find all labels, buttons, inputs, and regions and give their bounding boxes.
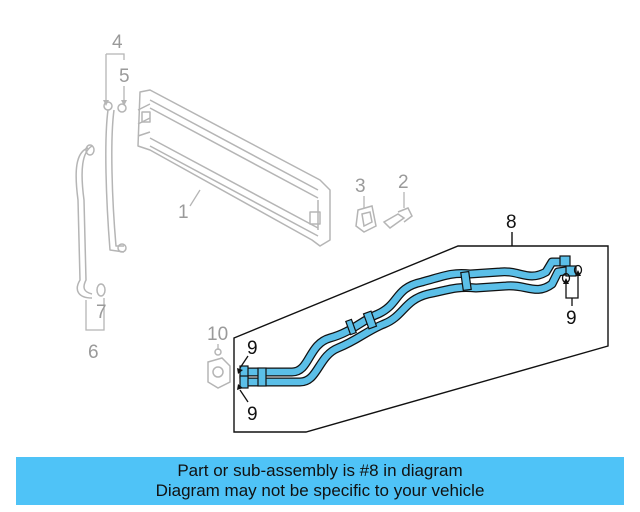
vehicle-fit-banner: Part or sub-assembly is #8 in diagram Di…	[16, 457, 624, 505]
callout-6: 6	[88, 342, 99, 363]
faded-leaders	[85, 53, 405, 350]
banner-line-2: Diagram may not be specific to your vehi…	[155, 481, 485, 500]
fitting-part-10	[207, 348, 231, 389]
cooler-line-left	[103, 101, 127, 253]
callout-4: 4	[112, 32, 123, 53]
part-8-frame	[233, 232, 609, 433]
banner-line-1: Part or sub-assembly is #8 in diagram	[177, 461, 463, 480]
clip-part-3	[355, 205, 377, 233]
transmission-cooler-lines	[239, 257, 577, 387]
callout-9-top: 9	[247, 338, 258, 359]
callout-3: 3	[355, 176, 366, 197]
callout-2: 2	[398, 172, 409, 193]
oil-cooler-radiator	[137, 89, 331, 247]
bolt-part-2	[382, 207, 413, 229]
cooler-hose-left	[75, 144, 95, 299]
callout-9-bottom: 9	[247, 404, 258, 425]
callout-9-right: 9	[566, 308, 577, 329]
callout-1: 1	[178, 202, 189, 223]
callout-8: 8	[506, 212, 517, 233]
part-9-leaders	[239, 276, 579, 403]
line-brackets	[257, 270, 472, 387]
callout-5: 5	[119, 66, 130, 87]
callout-10: 10	[207, 324, 228, 345]
callout-7: 7	[96, 302, 107, 323]
clamp-part-7	[96, 283, 106, 297]
nut-part-5	[117, 103, 127, 113]
